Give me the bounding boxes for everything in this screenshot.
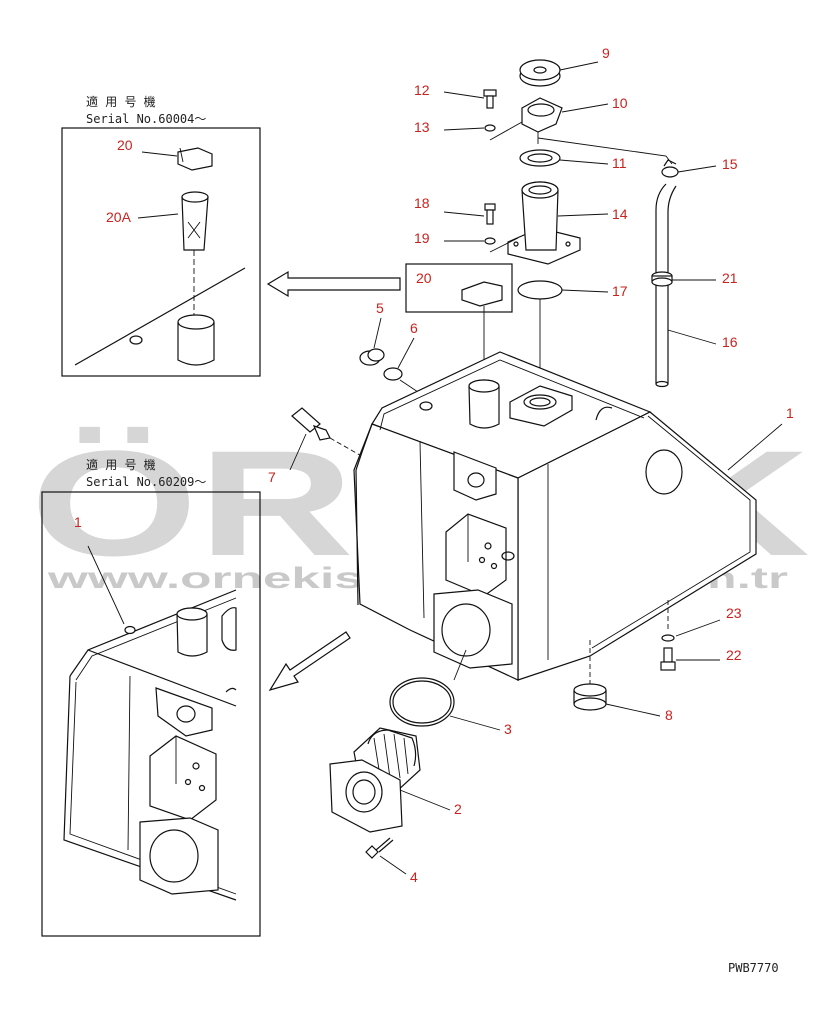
label-19: 19 <box>414 230 430 246</box>
label-5: 5 <box>376 300 384 316</box>
filler-neck-icon <box>177 322 215 366</box>
label-8: 8 <box>665 707 673 723</box>
part-20-box <box>405 263 513 313</box>
part-11-gasket-icon <box>519 149 561 167</box>
part-9-cap-icon <box>519 59 561 87</box>
label-4: 4 <box>410 869 418 885</box>
part-3-oring-icon <box>389 677 455 727</box>
part-4-bolt-icon <box>365 837 394 859</box>
label-9: 9 <box>602 45 610 61</box>
inset-bottom-frame <box>41 491 261 937</box>
label-12: 12 <box>414 82 430 98</box>
inset-label-1: 1 <box>74 514 82 530</box>
inset-top-frame <box>61 127 261 377</box>
part-5-plug-icon <box>359 348 385 366</box>
inset-bottom: 適 用 号 機 Serial No.60209～ 1 <box>41 457 261 937</box>
label-18: 18 <box>414 195 430 211</box>
label-7: 7 <box>268 469 276 485</box>
label-13: 13 <box>414 119 430 135</box>
part-7-sensor-icon <box>291 407 331 441</box>
part-20a-strainer-icon <box>181 196 209 251</box>
label-17: 17 <box>612 283 628 299</box>
part-19-washer-icon <box>484 237 496 245</box>
part-21-grommet-icon <box>651 271 673 287</box>
part-16-hose-icon <box>655 183 677 388</box>
arrow-down-left-icon <box>268 631 351 692</box>
part-23-washer-icon <box>661 634 675 642</box>
part-12-bolt-icon <box>483 89 497 109</box>
part-22-bolt-icon <box>660 647 676 671</box>
inset-label-20: 20 <box>117 137 133 153</box>
label-11: 11 <box>612 155 627 171</box>
part-20-cap-icon <box>461 281 503 307</box>
label-3: 3 <box>504 721 512 737</box>
part-15-clamp-icon <box>661 159 679 178</box>
label-10: 10 <box>612 95 628 111</box>
part-20-cap-icon <box>177 147 213 171</box>
inset-bottom-serial: Serial No.60209～ <box>86 475 206 489</box>
label-2: 2 <box>454 801 462 817</box>
part-14-filler-tube-icon <box>507 181 581 265</box>
part-17-gasket-icon <box>517 280 563 300</box>
part-8-drain-plug-icon <box>573 683 607 711</box>
part-2-suction-strainer-icon <box>329 727 421 833</box>
label-21: 21 <box>722 270 738 286</box>
hydraulic-tank <box>353 351 757 681</box>
label-14: 14 <box>612 206 628 222</box>
inset-label-20a: 20A <box>106 209 132 225</box>
label-6: 6 <box>410 320 418 336</box>
label-23: 23 <box>726 605 742 621</box>
inset-top-title-jp: 適 用 号 機 <box>86 94 156 109</box>
part-13-washer-icon <box>484 124 496 132</box>
label-22: 22 <box>726 647 742 663</box>
label-20: 20 <box>416 270 432 286</box>
part-10-flange-icon <box>521 97 563 144</box>
part-6-oring-icon <box>383 367 403 381</box>
arrow-left-icon <box>266 270 401 298</box>
inset-top-serial: Serial No.60004～ <box>86 112 206 126</box>
label-1: 1 <box>786 405 794 421</box>
inset-top: 適 用 号 機 Serial No.60004～ 20 20A <box>61 94 261 377</box>
drawing-code: PWB7770 <box>728 961 779 975</box>
label-16: 16 <box>722 334 738 350</box>
part-18-bolt-icon <box>484 203 496 225</box>
inset-bottom-title-jp: 適 用 号 機 <box>86 457 156 472</box>
label-15: 15 <box>722 156 738 172</box>
